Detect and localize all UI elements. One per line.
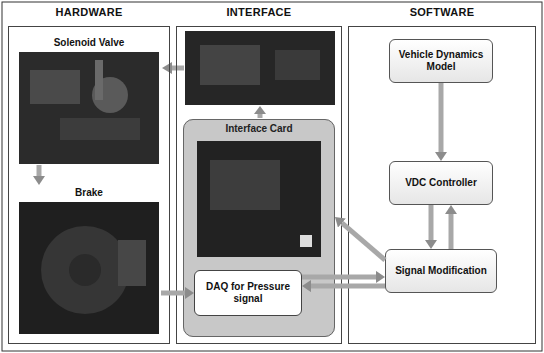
process-box: Signal Modification: [385, 249, 497, 293]
block-arrow: [439, 83, 444, 152]
node-label: Vehicle Dynamics Model: [396, 49, 486, 73]
process-box: DAQ for Pressure signal: [194, 270, 302, 316]
brake-photo: [19, 202, 159, 334]
panel: SOFTWAREVehicle Dynamics ModelVDC Contro…: [348, 26, 536, 344]
node-label: Signal Modification: [395, 265, 487, 277]
card-ground: [183, 119, 335, 337]
card-photo: [197, 141, 321, 257]
panel-heading: INTERFACE: [177, 6, 341, 19]
block-arrow: [162, 62, 266, 118]
node-label: Solenoid Valve: [17, 35, 161, 49]
interface-card: Interface CardDAQ for Pressure signal: [183, 119, 335, 337]
process-box: Vehicle Dynamics Model: [389, 39, 493, 83]
node-label: Interface Card: [184, 120, 334, 135]
panel: HARDWARESolenoid ValveBrake: [8, 26, 170, 344]
node-label: Brake: [17, 185, 161, 199]
solenoid-photo: [19, 52, 159, 164]
panel: INTERFACEInterface CardDAQ for Pressure …: [176, 26, 342, 344]
node-label: DAQ for Pressure signal: [201, 281, 295, 305]
node-label: VDC Controller: [405, 177, 477, 189]
panel-heading: HARDWARE: [9, 6, 169, 19]
block-arrow: [311, 284, 385, 289]
block-arrow: [302, 274, 376, 279]
block-arrow: [161, 291, 185, 296]
photo-box: Solenoid Valve: [17, 35, 161, 165]
hardware-photo: [185, 31, 335, 105]
panel-heading: SOFTWARE: [349, 6, 535, 19]
photo-box: Brake: [17, 185, 161, 335]
block-arrow: [429, 205, 434, 240]
block-arrow: [449, 214, 454, 249]
block-arrow: [37, 165, 42, 176]
process-box: VDC Controller: [389, 161, 493, 205]
